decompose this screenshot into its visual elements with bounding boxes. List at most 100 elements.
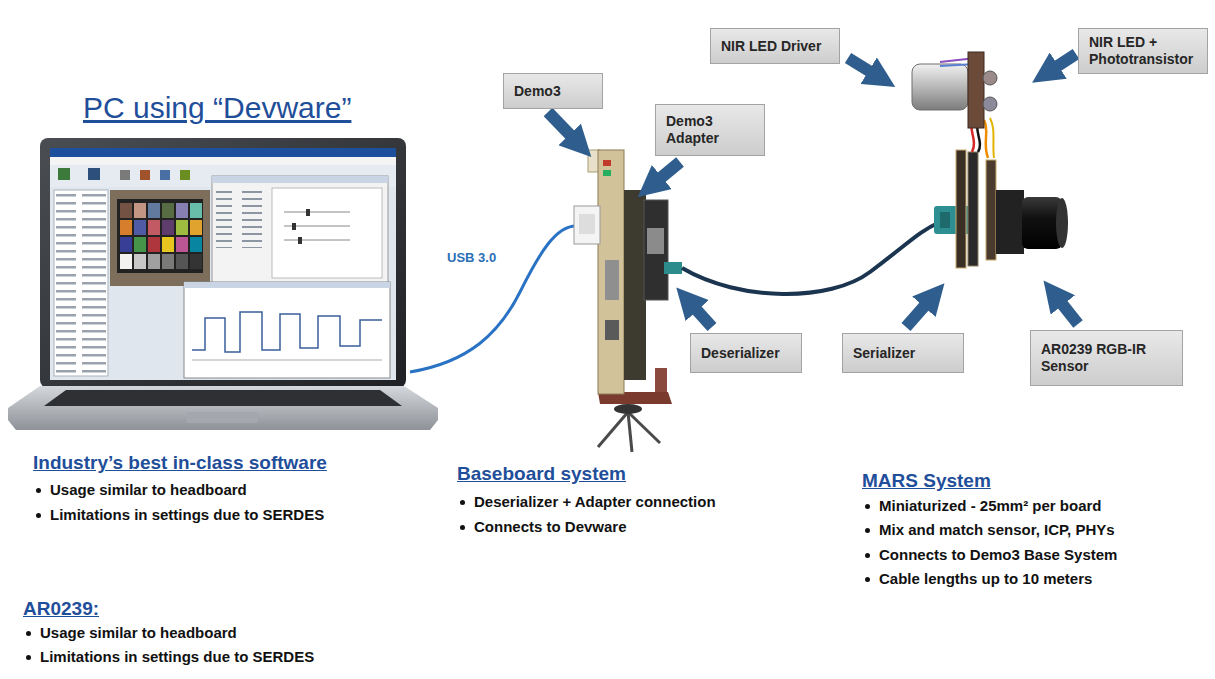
- settings-dialog: [212, 176, 388, 288]
- led: [603, 170, 611, 176]
- bullet-item: Cable lengths up to 10 meters: [862, 570, 1092, 588]
- color-patch: [134, 254, 146, 269]
- color-patch: [162, 203, 174, 218]
- isp-board: [968, 152, 978, 266]
- image-window: [110, 190, 210, 286]
- adapter-board: [624, 190, 646, 380]
- menu-bar: [50, 157, 396, 165]
- color-patch: [176, 237, 188, 252]
- callout-arrow: [1053, 54, 1076, 69]
- color-chart: [117, 199, 203, 273]
- demo3-board: [598, 150, 624, 394]
- slider-knob: [298, 237, 302, 244]
- info-panel: [54, 190, 108, 376]
- connector-detail: [940, 212, 950, 228]
- color-patch: [134, 203, 146, 218]
- callout-arrow: [848, 58, 874, 74]
- callout-box: NIR LED Driver: [710, 28, 840, 64]
- callout-text: Serializer: [853, 345, 953, 362]
- laptop-screen: [50, 148, 396, 380]
- usb-cable: [410, 226, 576, 372]
- color-patch: [148, 220, 160, 235]
- color-patch: [162, 220, 174, 235]
- phototransistor: [983, 97, 997, 111]
- deserializer-board: [644, 200, 668, 300]
- toolbar-icon: [58, 168, 70, 180]
- color-patch: [162, 237, 174, 252]
- section-heading: Baseboard system: [457, 463, 626, 486]
- bullet-item: Mix and match sensor, ICP, PHYs: [862, 521, 1115, 539]
- graph-titlebar: [184, 282, 390, 288]
- window-titlebar: [50, 148, 396, 157]
- page-title: PC using “Devware”: [83, 90, 351, 126]
- led-driver-module: [912, 64, 968, 110]
- chip: [605, 320, 619, 340]
- sensor-board: [986, 160, 996, 260]
- callout-text: AR0239 RGB-IR Sensor: [1041, 341, 1172, 375]
- dialog-tree: [216, 188, 266, 248]
- cable-label: USB 3.0: [447, 250, 496, 266]
- callout-box: Serializer: [842, 333, 964, 373]
- color-patch: [148, 237, 160, 252]
- color-patch: [120, 254, 132, 269]
- laptop-base: [8, 386, 438, 430]
- color-patch: [120, 237, 132, 252]
- toolbar-icon: [120, 170, 130, 180]
- laptop-lid: [40, 138, 406, 388]
- callout-arrow: [1059, 300, 1078, 324]
- bullet-item: Limitations in settings due to SERDES: [33, 506, 324, 524]
- color-patch: [176, 203, 188, 218]
- graph-axis: [192, 360, 382, 361]
- callout-arrow: [657, 162, 680, 181]
- bullet-item: Connects to Devware: [457, 518, 627, 536]
- callout-box: Deserializer: [690, 333, 802, 373]
- touchpad: [186, 412, 258, 423]
- usb-port: [579, 214, 595, 234]
- color-patch: [120, 220, 132, 235]
- slider: [284, 240, 350, 241]
- bullet-item: Limitations in settings due to SERDES: [23, 648, 314, 666]
- color-patch: [190, 203, 202, 218]
- slider-knob: [306, 209, 310, 216]
- color-patch: [148, 254, 160, 269]
- bullet-item: Deserializer + Adapter connection: [457, 493, 716, 511]
- toolbar-icon: [160, 170, 170, 180]
- info-panel-lines: [56, 192, 106, 374]
- laptop: [8, 138, 438, 430]
- color-patch: [190, 254, 202, 269]
- graph-plot: [192, 312, 382, 352]
- callout-box: AR0239 RGB-IR Sensor: [1030, 330, 1183, 386]
- color-patch: [190, 237, 202, 252]
- wire: [990, 118, 994, 158]
- serializer-board: [956, 150, 966, 268]
- bullet-item: Miniaturized - 25mm² per board: [862, 497, 1102, 515]
- callout-arrow: [693, 306, 712, 327]
- bullet-item: Usage similar to headboard: [23, 624, 237, 642]
- callout-arrow: [906, 302, 928, 327]
- section-heading: AR0239:: [23, 598, 99, 621]
- toolbar-icon: [180, 170, 190, 180]
- color-patch: [190, 220, 202, 235]
- slider-knob: [292, 223, 296, 230]
- slider: [284, 212, 350, 213]
- callout-arrow: [548, 112, 574, 139]
- tripod-leg: [598, 412, 628, 447]
- bullet-item: Usage similar to headboard: [33, 481, 247, 499]
- color-patch: [134, 220, 146, 235]
- keyboard: [44, 390, 402, 406]
- nir-led: [983, 71, 997, 85]
- color-patch: [176, 254, 188, 269]
- color-patch: [162, 254, 174, 269]
- tripod-head: [614, 404, 642, 414]
- color-patch: [120, 203, 132, 218]
- chip: [647, 228, 664, 254]
- section-heading: Industry’s best in-class software: [33, 452, 327, 475]
- led: [603, 160, 611, 166]
- demo3-baseboard: [574, 150, 682, 452]
- color-patch: [134, 237, 146, 252]
- callout-text: Demo3: [514, 83, 592, 100]
- callout-box: Demo3 Adapter: [655, 104, 765, 156]
- chip: [605, 260, 619, 300]
- wire: [984, 120, 988, 158]
